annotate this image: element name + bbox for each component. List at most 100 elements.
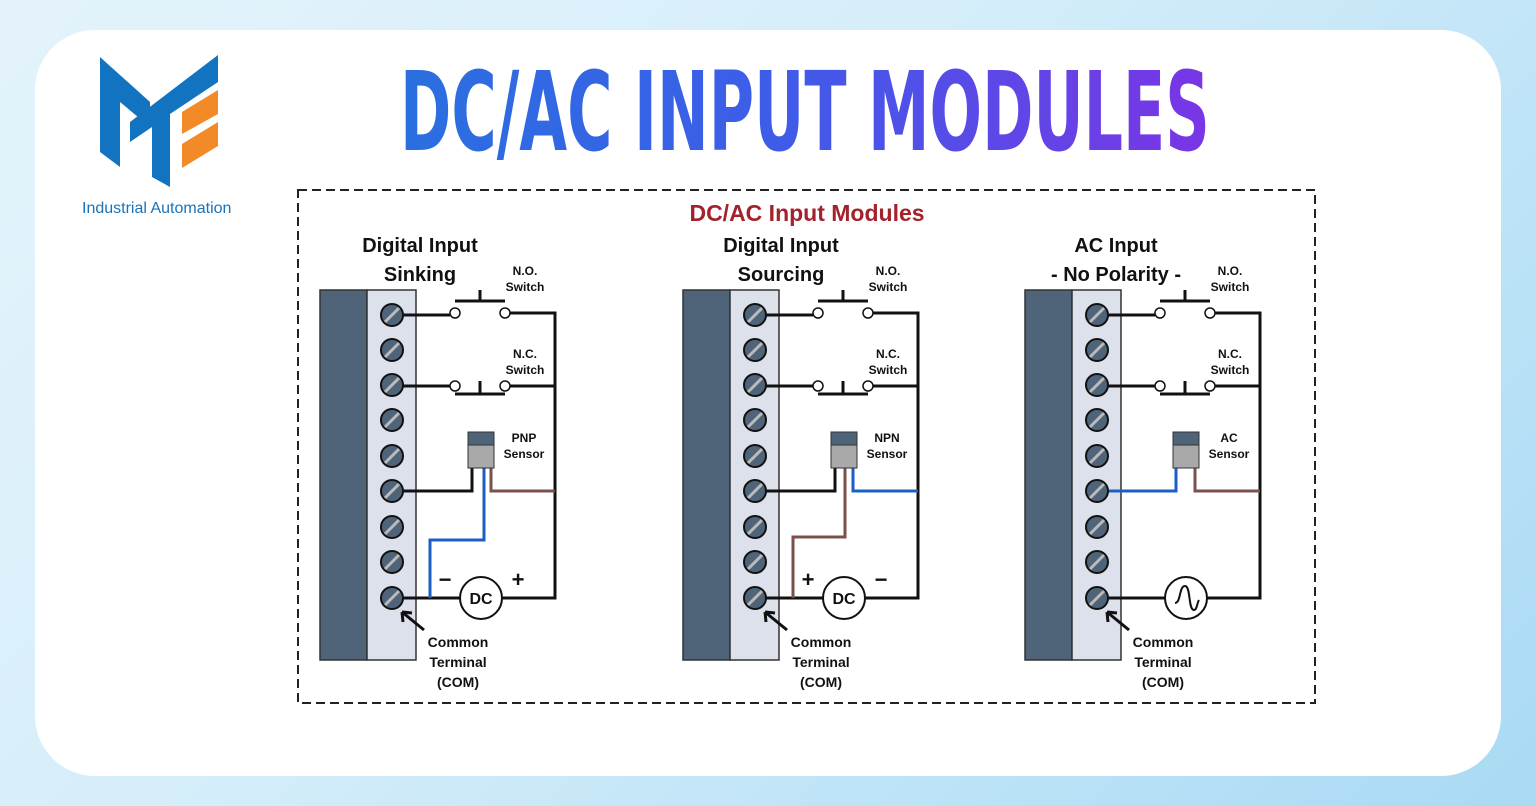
blue-wire — [428, 468, 486, 598]
dc-source-icon — [822, 576, 866, 620]
diagram-title: DC/AC Input Modules — [689, 200, 924, 226]
diagram-frame — [297, 189, 1316, 704]
nc-switch-label: N.C. — [876, 347, 900, 361]
module-title: Digital Input — [362, 235, 478, 257]
switch-terminal — [1204, 307, 1216, 319]
arrow-icon — [1105, 610, 1130, 632]
no-switch-contact — [455, 290, 505, 303]
nc-switch-label: N.C. — [1218, 347, 1242, 361]
nc-switch-label: Switch — [506, 363, 545, 377]
nc-switch-label: N.C. — [513, 347, 537, 361]
sine-wave-icon — [1174, 584, 1200, 612]
screw-slot — [383, 411, 401, 429]
com-label: (COM) — [1142, 674, 1184, 690]
brown-wire — [791, 468, 847, 598]
screw-slot — [383, 482, 401, 500]
dc-source-icon — [459, 576, 503, 620]
headline: DC/AC INPUT MODULES — [400, 48, 1210, 176]
screw-slot — [746, 589, 764, 607]
brown-wire — [489, 468, 555, 493]
polarity-sign: − — [439, 567, 452, 592]
nc-switch-label: Switch — [1211, 363, 1250, 377]
screw-slot — [1088, 411, 1106, 429]
screw-slot — [383, 518, 401, 536]
nc-switch-label: Switch — [869, 363, 908, 377]
screw-slot — [1088, 553, 1106, 571]
sensor-label: Sensor — [504, 447, 545, 461]
screw-slot — [746, 447, 764, 465]
sensor-body — [467, 444, 495, 469]
no-switch-contact — [1160, 290, 1210, 303]
switch-terminal — [812, 307, 824, 319]
com-label: Terminal — [1134, 654, 1191, 670]
switch-terminal — [862, 380, 874, 392]
switch-terminal — [499, 307, 511, 319]
com-label: Common — [791, 634, 852, 650]
polarity-sign: + — [512, 567, 525, 592]
module-subtitle: - No Polarity - — [1051, 264, 1181, 286]
screw-slot — [383, 553, 401, 571]
com-label: (COM) — [800, 674, 842, 690]
switch-terminal — [449, 307, 461, 319]
arrow-icon — [400, 610, 425, 632]
switch-terminal — [812, 380, 824, 392]
screw-slot — [383, 447, 401, 465]
arrow-icon — [763, 610, 788, 632]
no-switch-label: Switch — [1211, 280, 1250, 294]
nc-switch-contact — [455, 381, 505, 396]
sensor-head — [467, 431, 495, 446]
company-logo — [100, 55, 218, 187]
com-label: Terminal — [792, 654, 849, 670]
no-switch-label: Switch — [869, 280, 908, 294]
switch-terminal — [499, 380, 511, 392]
switch-terminal — [1154, 307, 1166, 319]
no-switch-label: N.O. — [876, 264, 901, 278]
screw-slot — [746, 306, 764, 324]
source-label: DC — [469, 591, 493, 608]
screw-slot — [1088, 306, 1106, 324]
switch-terminal — [1154, 380, 1166, 392]
ac-source-icon — [1164, 576, 1208, 620]
screw-slot — [746, 411, 764, 429]
com-label: Common — [1133, 634, 1194, 650]
screw-slot — [1088, 518, 1106, 536]
sensor-label: Sensor — [867, 447, 908, 461]
blue-wire — [851, 468, 918, 493]
sensor-body — [830, 444, 858, 469]
module-body — [319, 289, 368, 661]
screw-slot — [1088, 376, 1106, 394]
no-switch-contact — [818, 290, 868, 303]
source-label: DC — [832, 591, 856, 608]
brown-wire — [1193, 468, 1260, 493]
com-label: Terminal — [429, 654, 486, 670]
switch-terminal — [1204, 380, 1216, 392]
module-title: Digital Input — [723, 235, 839, 257]
module-title: AC Input — [1074, 235, 1158, 257]
com-label: Common — [428, 634, 489, 650]
screw-slot — [746, 553, 764, 571]
sensor-head — [1172, 431, 1200, 446]
screw-slot — [1088, 447, 1106, 465]
sensor-body — [1172, 444, 1200, 469]
switch-terminal — [449, 380, 461, 392]
logo-text: Industrial Automation — [82, 200, 232, 217]
module-body — [1024, 289, 1073, 661]
screw-slot — [383, 589, 401, 607]
sensor-label: Sensor — [1209, 447, 1250, 461]
no-switch-label: N.O. — [1218, 264, 1243, 278]
no-switch-label: Switch — [506, 280, 545, 294]
switch-terminal — [862, 307, 874, 319]
nc-switch-contact — [818, 381, 868, 396]
screw-slot — [1088, 589, 1106, 607]
sensor-label: PNP — [512, 431, 537, 445]
sensor-label: NPN — [874, 431, 899, 445]
module-subtitle: Sourcing — [738, 264, 825, 286]
module-body — [682, 289, 731, 661]
module-subtitle: Sinking — [384, 264, 456, 286]
screw-slot — [383, 376, 401, 394]
wire — [392, 468, 474, 493]
polarity-sign: − — [875, 567, 888, 592]
